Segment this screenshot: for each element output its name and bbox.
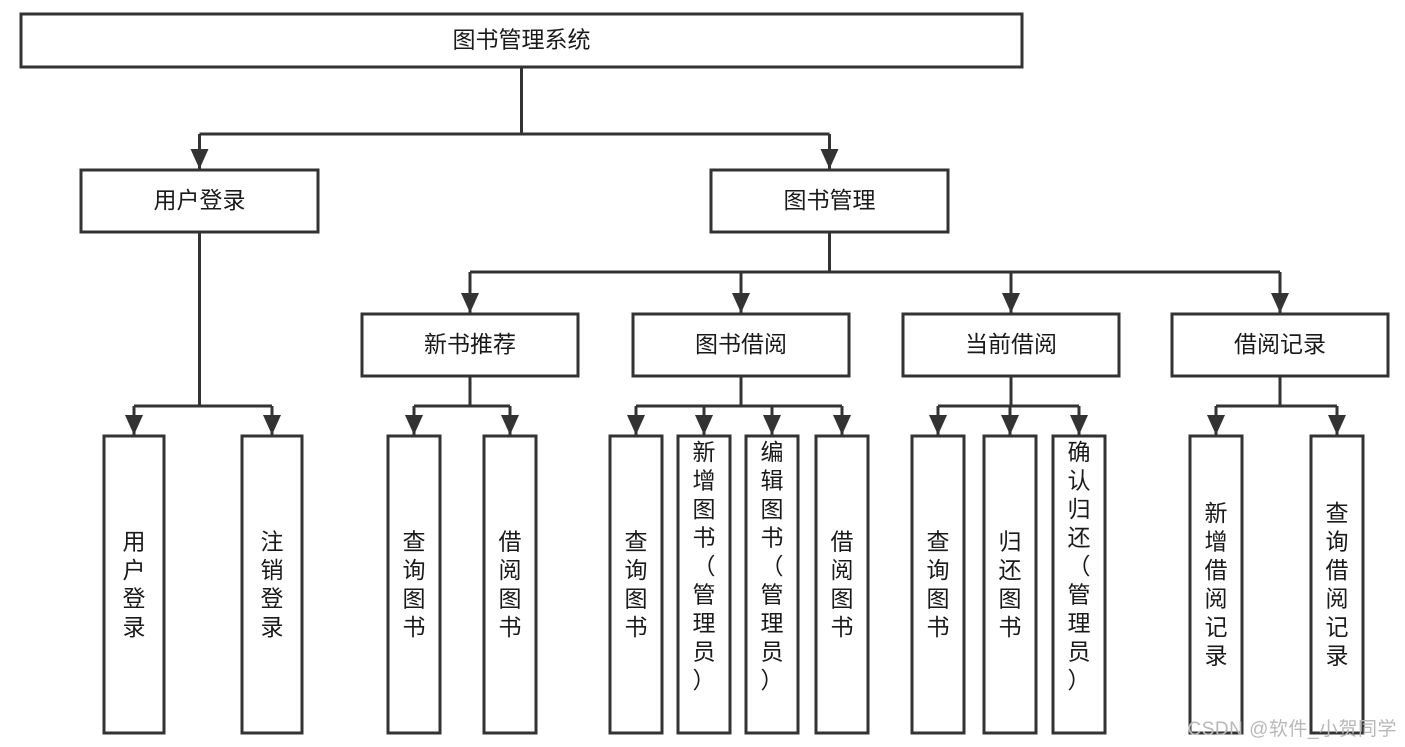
edge-userlogin-arrow-0 <box>125 415 143 435</box>
node-root-label: 图书管理系统 <box>453 27 591 53</box>
node-leaf-current-confirm-return[interactable]: 确认归还（管理员） <box>1051 434 1107 735</box>
edge-bookmgmt-arrow-0 <box>461 293 479 313</box>
node-borrow-record-label: 借阅记录 <box>1234 331 1326 357</box>
node-new-book-recommend-box <box>360 312 580 378</box>
node-leaf-borrow-query-book[interactable]: 查询图书 <box>608 434 664 735</box>
node-leaf-rec-query-book-label: 查询图书 <box>403 529 426 641</box>
edge-current-arrow-0 <box>929 415 947 435</box>
node-leaf-borrow-borrow-book-label: 借阅图书 <box>831 529 854 641</box>
edge-borrow-arrow-1 <box>695 415 713 435</box>
node-book-borrow-box <box>631 312 851 378</box>
edge-borrow-arrow-0 <box>627 415 645 435</box>
node-leaf-user-logout-box <box>240 434 304 735</box>
node-current-borrow-label: 当前借阅 <box>965 331 1057 357</box>
edge-recommend-arrow-0 <box>405 415 423 435</box>
node-leaf-borrow-query-book-label: 查询图书 <box>625 529 648 641</box>
edge-root-arrow-0 <box>190 149 209 169</box>
node-user-login[interactable]: 用户登录 <box>79 168 320 234</box>
connector-layer <box>125 67 1346 435</box>
node-leaf-borrow-add-book-box <box>676 434 732 735</box>
node-leaf-borrow-edit-book-label: 编辑图书（管理员） <box>761 439 784 693</box>
node-leaf-current-return-book-box <box>982 434 1038 735</box>
edge-borrow-arrow-3 <box>833 415 851 435</box>
node-book-borrow-label: 图书借阅 <box>695 331 787 357</box>
node-current-borrow[interactable]: 当前借阅 <box>901 312 1121 378</box>
node-current-borrow-box <box>901 312 1121 378</box>
node-leaf-record-query[interactable]: 查询借阅记录 <box>1309 434 1365 735</box>
node-leaf-current-return-book-label: 归还图书 <box>999 529 1022 641</box>
node-leaf-borrow-query-book-box <box>608 434 664 735</box>
node-leaf-borrow-add-book[interactable]: 新增图书（管理员） <box>676 434 732 735</box>
node-leaf-record-query-box <box>1309 434 1365 735</box>
node-root[interactable]: 图书管理系统 <box>19 12 1024 69</box>
edge-borrow-arrow-2 <box>763 415 781 435</box>
node-user-login-box <box>79 168 320 234</box>
node-leaf-borrow-edit-book-box <box>744 434 800 735</box>
node-leaf-record-query-label: 查询借阅记录 <box>1326 500 1349 669</box>
edge-bookmgmt-arrow-3 <box>1271 293 1289 313</box>
edge-current-arrow-2 <box>1070 415 1088 435</box>
edge-bookmgmt-arrow-1 <box>732 293 750 313</box>
node-user-login-label: 用户登录 <box>154 187 246 213</box>
edge-bookmgmt-arrow-2 <box>1002 293 1020 313</box>
edge-recommend-arrow-1 <box>501 415 519 435</box>
watermark-text: CSDN @软件_小贺同学 <box>1187 719 1397 740</box>
node-leaf-rec-borrow-book-box <box>482 434 538 735</box>
node-leaf-current-confirm-return-box <box>1051 434 1107 735</box>
node-leaf-borrow-borrow-book-box <box>814 434 870 735</box>
node-book-management-box <box>709 168 950 234</box>
node-leaf-borrow-borrow-book[interactable]: 借阅图书 <box>814 434 870 735</box>
node-new-book-recommend-label: 新书推荐 <box>424 331 516 357</box>
node-leaf-current-query-book-box <box>910 434 966 735</box>
node-leaf-record-add-box <box>1188 434 1244 735</box>
node-leaf-current-query-book-label: 查询图书 <box>927 529 950 641</box>
edge-current-arrow-1 <box>1001 415 1019 435</box>
node-leaf-current-query-book[interactable]: 查询图书 <box>910 434 966 735</box>
node-leaf-rec-borrow-book[interactable]: 借阅图书 <box>482 434 538 735</box>
node-leaf-rec-query-book-box <box>386 434 442 735</box>
node-leaf-record-add[interactable]: 新增借阅记录 <box>1188 434 1244 735</box>
node-leaf-record-add-label: 新增借阅记录 <box>1205 500 1228 669</box>
node-leaf-rec-query-book[interactable]: 查询图书 <box>386 434 442 735</box>
node-leaf-user-logout-label: 注销登录 <box>261 529 284 641</box>
node-leaf-user-logout[interactable]: 注销登录 <box>240 434 304 735</box>
node-book-management-label: 图书管理 <box>784 187 876 213</box>
node-leaf-current-return-book[interactable]: 归还图书 <box>982 434 1038 735</box>
edge-record-arrow-0 <box>1207 415 1225 435</box>
node-leaf-user-login-box <box>102 434 166 735</box>
edge-record-arrow-1 <box>1328 415 1346 435</box>
node-borrow-record[interactable]: 借阅记录 <box>1170 312 1390 378</box>
node-leaf-current-confirm-return-label: 确认归还（管理员） <box>1068 439 1091 693</box>
node-leaf-rec-borrow-book-label: 借阅图书 <box>499 529 522 641</box>
node-layer: 图书管理系统用户登录图书管理新书推荐图书借阅当前借阅借阅记录用户登录注销登录查询… <box>19 12 1390 735</box>
edge-root-arrow-1 <box>820 149 839 169</box>
node-borrow-record-box <box>1170 312 1390 378</box>
edge-userlogin-arrow-1 <box>263 415 281 435</box>
node-root-box <box>19 12 1024 69</box>
node-book-management[interactable]: 图书管理 <box>709 168 950 234</box>
node-leaf-borrow-add-book-label: 新增图书（管理员） <box>693 439 716 693</box>
node-book-borrow[interactable]: 图书借阅 <box>631 312 851 378</box>
node-leaf-user-login[interactable]: 用户登录 <box>102 434 166 735</box>
node-leaf-user-login-label: 用户登录 <box>123 529 146 641</box>
node-leaf-borrow-edit-book[interactable]: 编辑图书（管理员） <box>744 434 800 735</box>
node-new-book-recommend[interactable]: 新书推荐 <box>360 312 580 378</box>
